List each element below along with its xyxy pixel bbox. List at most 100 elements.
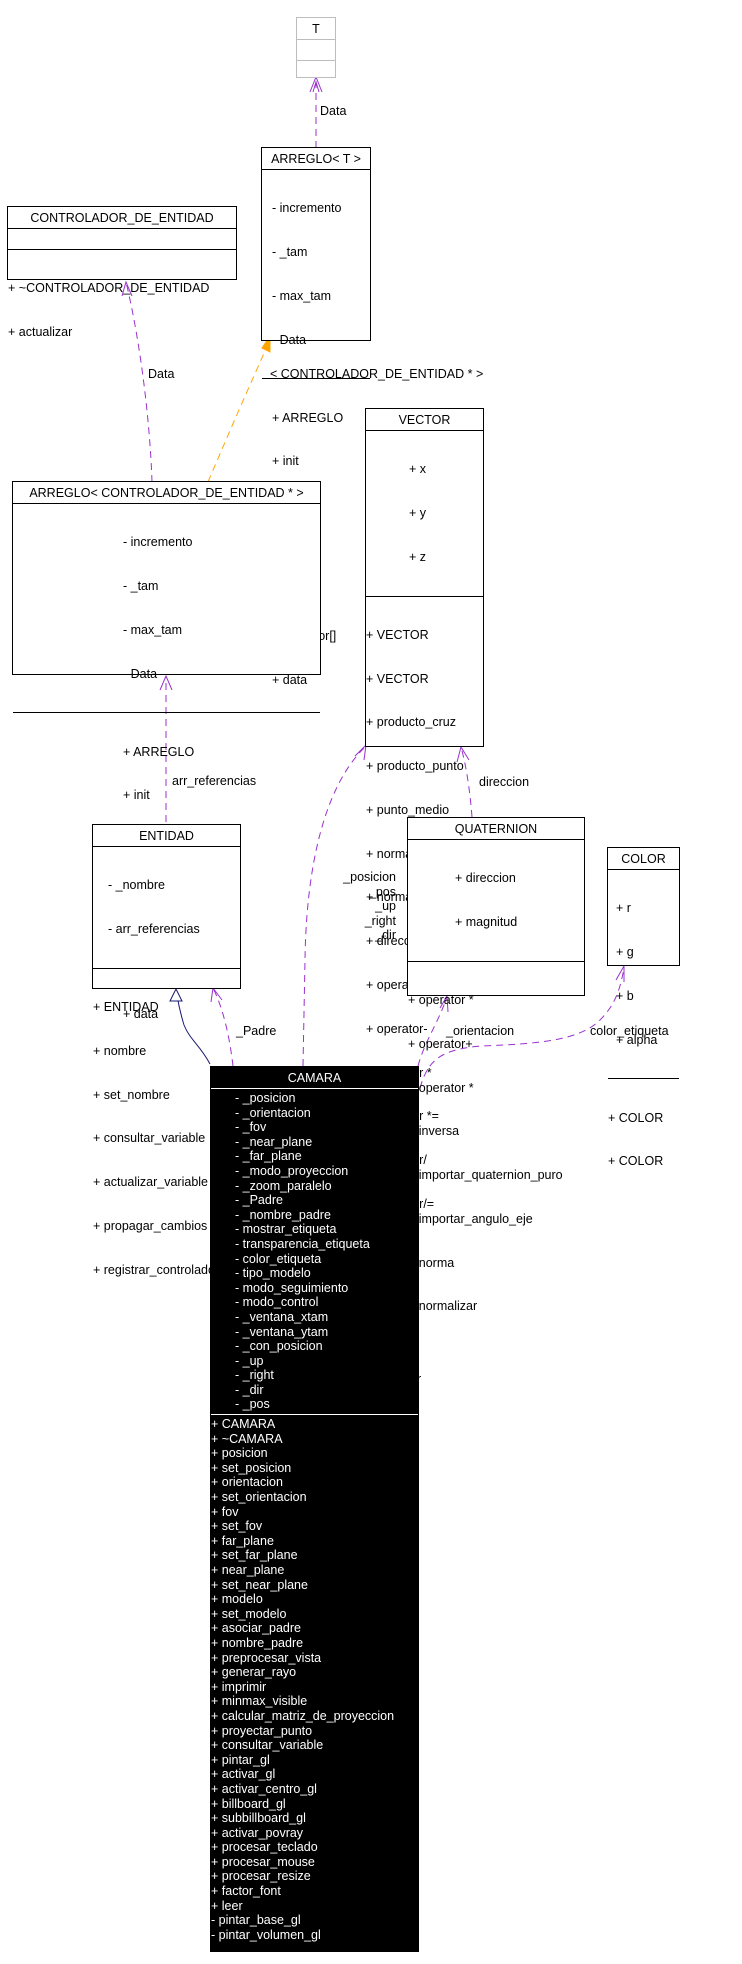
attribute: - _ventana_xtam	[235, 1309, 329, 1324]
method: + inversa	[408, 1124, 460, 1139]
arrowhead-vector-left	[354, 743, 367, 761]
attribute: + r	[616, 901, 631, 916]
method: - pintar_base_gl	[211, 1913, 301, 1928]
method: + COLOR	[608, 1110, 664, 1125]
method: + init	[123, 788, 150, 803]
method: + nombre_padre	[211, 1635, 304, 1650]
attribute: - color_etiqueta	[235, 1251, 322, 1266]
method: + fov	[211, 1504, 239, 1519]
method: + near_plane	[211, 1563, 285, 1577]
method: + propagar_cambios	[93, 1218, 208, 1233]
class-t-attributes	[297, 40, 335, 60]
class-arreglo-t[interactable]: ARREGLO< T > - incremento - _tam - max_t…	[261, 147, 371, 687]
class-controlador-de-entidad[interactable]: CONTROLADOR_DE_ENTIDAD + ~CONTROLADOR_DE…	[7, 206, 237, 339]
attribute: - _nombre	[108, 878, 165, 893]
class-entidad-name: ENTIDAD	[93, 825, 240, 847]
method: + consultar_variable	[93, 1131, 206, 1146]
class-camara[interactable]: CAMARA - _posicion- _orientacion- _fov - …	[210, 1066, 419, 1952]
attribute: - _fov	[235, 1120, 267, 1135]
class-arreglo-controlador[interactable]: ARREGLO< CONTROLADOR_DE_ENTIDAD * > - in…	[12, 481, 321, 1021]
edge-label-color-etiqueta: color_etiqueta	[590, 1024, 669, 1038]
attribute: - _orientacion	[235, 1105, 311, 1120]
method: + actualizar_variable	[93, 1175, 208, 1190]
attribute: - _right	[235, 1368, 274, 1383]
method: + pintar_gl	[211, 1752, 270, 1767]
attribute: - _con_posicion	[235, 1339, 323, 1354]
arrowhead-controlador	[121, 280, 133, 297]
method: + generar_rayo	[211, 1665, 297, 1680]
class-quaternion[interactable]: QUATERNION + direccion + magnitud + oper…	[407, 817, 585, 1313]
class-arreglo-ctrl-attributes: - incremento - _tam - max_tam - Data	[13, 504, 320, 712]
method: + procesar_teclado	[211, 1840, 318, 1855]
method: + activar_centro_gl	[211, 1781, 317, 1796]
method: + procesar_mouse	[211, 1854, 315, 1869]
edge-camara-to-vector	[302, 745, 367, 1067]
attribute: + direccion	[455, 871, 516, 886]
edge-label-padre: _Padre	[236, 1024, 277, 1038]
edge-camara-to-color	[419, 967, 625, 1089]
attribute: - arr_referencias	[108, 921, 200, 936]
attribute: + magnitud	[455, 914, 518, 929]
class-quaternion-methods: + operator * + operator+ + operator * + …	[408, 960, 584, 1345]
attribute: - _posicion	[235, 1091, 296, 1105]
class-t-methods	[297, 60, 335, 81]
attribute: - max_tam	[272, 288, 332, 303]
class-color-name: COLOR	[608, 848, 679, 870]
class-entidad[interactable]: ENTIDAD - _nombre - arr_referencias + EN…	[92, 824, 241, 1277]
method: + minmax_visible	[211, 1694, 308, 1709]
attribute: - max_tam	[123, 622, 183, 637]
method: + VECTOR	[366, 627, 429, 642]
method: + producto_cruz	[366, 715, 456, 730]
method: + activar_gl	[211, 1767, 276, 1782]
method: + VECTOR	[366, 671, 429, 686]
edge-label-direccion: direccion	[479, 775, 530, 789]
method: + consultar_variable	[211, 1738, 324, 1753]
method: + proyectar_punto	[211, 1723, 313, 1738]
attribute: - modo_control	[235, 1295, 319, 1310]
attribute: + x	[409, 462, 427, 477]
edge-label-template-arg: < CONTROLADOR_DE_ENTIDAD * >	[270, 367, 484, 381]
method: + norma	[366, 890, 413, 905]
method: + COLOR	[608, 1154, 664, 1169]
method: + leer	[211, 1898, 243, 1913]
method: + asociar_padre	[211, 1621, 301, 1636]
method: + orientacion	[211, 1475, 283, 1490]
class-arreglo-t-name: ARREGLO< T >	[262, 148, 370, 170]
method: + ARREGLO	[272, 410, 344, 425]
inheritance-triangle	[169, 987, 183, 1002]
method: + imprimir	[211, 1679, 267, 1694]
class-vector[interactable]: VECTOR + x + y + z + VECTOR + VECTOR + p…	[365, 408, 484, 1386]
edge-camara-padre-entidad	[212, 987, 234, 1067]
method: + CAMARA	[211, 1417, 276, 1432]
attribute: - _ventana_ytam	[235, 1324, 329, 1339]
arrowhead-vector-right	[456, 745, 470, 763]
method: + activar_povray	[211, 1825, 304, 1840]
attribute: - mostrar_etiqueta	[235, 1222, 337, 1237]
method: + nombre	[93, 1043, 147, 1058]
method: + operator *	[408, 1080, 474, 1095]
attribute: - _dir	[235, 1382, 264, 1397]
class-quaternion-name: QUATERNION	[408, 818, 584, 840]
method: + operator *	[408, 992, 474, 1007]
method: + producto_punto	[366, 759, 464, 774]
attribute: - Data	[272, 332, 307, 347]
edge-camara-to-quaternion	[417, 995, 448, 1067]
method: + importar_angulo_eje	[408, 1211, 533, 1226]
attribute: - _tam	[123, 578, 159, 593]
method: + set_orientacion	[211, 1490, 307, 1505]
method: + posicion	[211, 1446, 268, 1461]
method: + factor_font	[211, 1884, 281, 1899]
method: + importar_quaternion_puro	[408, 1168, 563, 1183]
class-color[interactable]: COLOR + r + g + b + alpha + COLOR + COLO…	[607, 847, 680, 1168]
edge-arreglo-ctrl-to-controlador	[125, 281, 153, 483]
attribute: - _nombre_padre	[235, 1207, 331, 1222]
method: + set_modelo	[211, 1606, 287, 1621]
method: + normalizar	[408, 1299, 478, 1314]
class-controlador-name: CONTROLADOR_DE_ENTIDAD	[8, 207, 236, 229]
method: + calcular_matriz_de_proyeccion	[211, 1708, 395, 1723]
method: + set_fov	[211, 1519, 263, 1534]
class-t[interactable]: T	[296, 17, 336, 78]
class-camara-name: CAMARA	[211, 1067, 418, 1089]
method: + ~CAMARA	[211, 1431, 283, 1446]
